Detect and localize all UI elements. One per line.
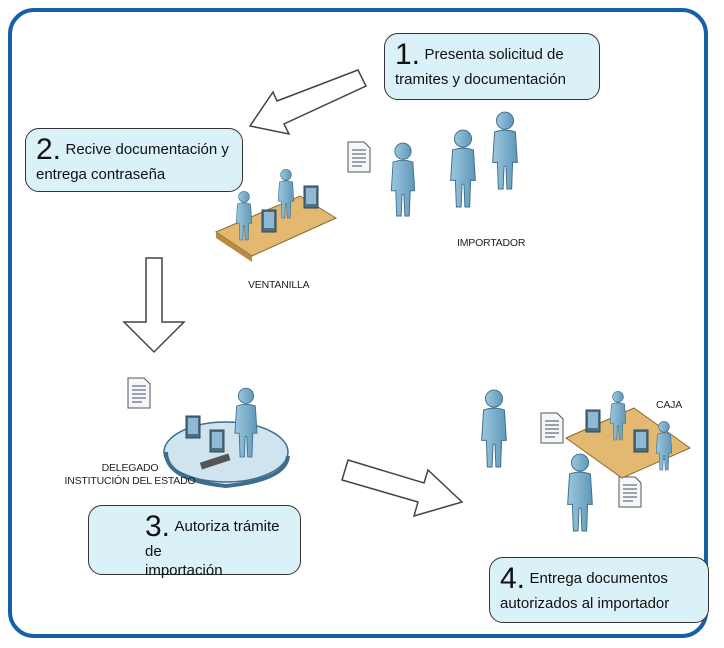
step-2-bubble: 2. Recive documentación y entrega contra… [25, 128, 243, 192]
ventanilla-label: VENTANILLA [248, 279, 310, 291]
step-number: 2. [36, 133, 62, 166]
step-text-line1: Autoriza trámite de [145, 518, 280, 560]
delegado-label: DELEGADO INSTITUCIÓN DEL ESTADO [50, 462, 210, 488]
step-text-line2: importación [145, 562, 223, 579]
step-text-line1: Entrega documentos [529, 570, 668, 588]
step-text-line1: Recive documentación y [65, 141, 229, 159]
step-number: 1. [395, 38, 421, 71]
step-4-bubble: 4. Entrega documentos autorizados al imp… [489, 557, 709, 623]
step-text-line2: tramites y documentación [395, 71, 566, 88]
step-text-line2: autorizados al importador [500, 595, 670, 612]
step-number: 4. [500, 562, 526, 595]
step-1-bubble: 1. Presenta solicitud de tramites y docu… [384, 33, 600, 100]
importador-label: IMPORTADOR [457, 237, 526, 249]
step-text-line2: entrega contraseña [36, 166, 166, 183]
caja-label: CAJA [656, 399, 683, 411]
step-number: 3. [145, 510, 171, 543]
step-text-line1: Presenta solicitud de [424, 46, 564, 64]
step-3-bubble: 3. Autoriza trámite de importación [88, 505, 301, 579]
delegado-label-line1: DELEGADO [101, 462, 159, 474]
delegado-label-line2: INSTITUCIÓN DEL ESTADO [64, 475, 196, 487]
